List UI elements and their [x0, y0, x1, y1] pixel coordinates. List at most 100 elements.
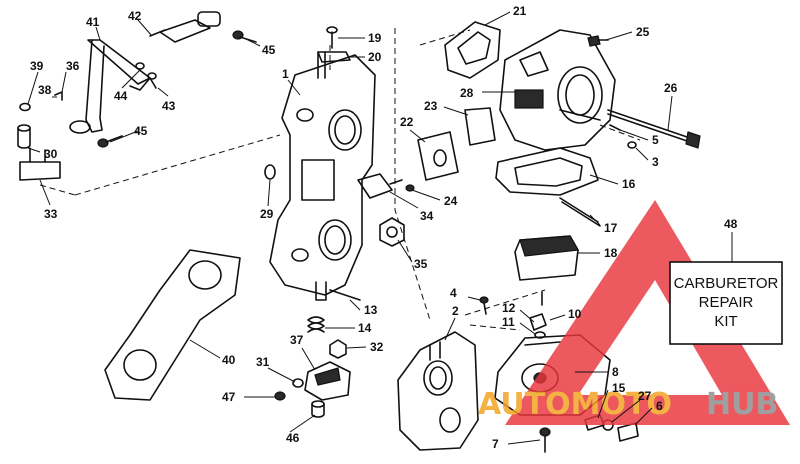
- callout-12: 12: [502, 301, 516, 315]
- screw-47: [274, 391, 286, 401]
- callout-45-lower: 45: [134, 124, 148, 138]
- callout-45-upper: 45: [262, 43, 276, 57]
- screw-45-lower: [97, 135, 123, 148]
- callout-11: 11: [502, 315, 515, 329]
- pin-13: [329, 289, 361, 301]
- drain-screw-7: [539, 427, 551, 453]
- callout-28: 28: [460, 86, 474, 100]
- callout-23: 23: [424, 99, 438, 113]
- lever-37: [304, 361, 351, 401]
- screw-45-upper: [232, 30, 257, 43]
- callout-29: 29: [260, 207, 274, 221]
- callout-10: 10: [568, 307, 582, 321]
- throttle-body-28: [499, 29, 616, 151]
- screw-43-washer-44: [135, 62, 157, 89]
- callout-33: 33: [44, 207, 58, 221]
- callout-5: 5: [652, 133, 659, 147]
- float-18: [514, 235, 579, 281]
- carburetor-body-1: [269, 51, 376, 301]
- callout-18: 18: [604, 246, 618, 260]
- callout-21: 21: [513, 4, 527, 18]
- leader-lines: [27, 11, 733, 445]
- callout-43: 43: [162, 99, 176, 113]
- callout-40: 40: [222, 353, 236, 367]
- nut-32: [329, 339, 347, 359]
- callout-47: 47: [222, 390, 236, 404]
- callout-35: 35: [414, 257, 428, 271]
- callout-27: 27: [638, 389, 652, 403]
- screw-19: [326, 26, 338, 49]
- callout-19: 19: [368, 31, 382, 45]
- kit-line-2: REPAIR: [699, 294, 754, 311]
- callout-22: 22: [400, 115, 414, 129]
- callout-14: 14: [358, 321, 372, 335]
- plate-20: [317, 51, 351, 63]
- callout-6: 6: [656, 399, 663, 413]
- throttle-rod-end: [149, 11, 221, 43]
- carburetor-body-2: [397, 331, 479, 451]
- bushing-30: [17, 124, 31, 149]
- watermark-logo: AUTOMOTO HUB: [478, 200, 790, 425]
- assembly-guide-lines: [39, 28, 641, 331]
- watermark-word-auto: AUTOMOTO: [478, 387, 672, 422]
- callout-17: 17: [604, 221, 618, 235]
- callout-16: 16: [622, 177, 636, 191]
- callout-32: 32: [370, 340, 384, 354]
- screw-24: [405, 184, 415, 192]
- callout-3: 3: [652, 155, 659, 169]
- callout-13: 13: [364, 303, 378, 317]
- callout-1: 1: [282, 67, 289, 81]
- callout-39: 39: [30, 59, 44, 73]
- callout-34: 34: [420, 209, 434, 223]
- callout-38: 38: [38, 83, 52, 97]
- callout-46: 46: [286, 431, 300, 445]
- plug-29: [264, 164, 276, 180]
- carburetor-repair-kit-box: CARBURETOR REPAIR KIT: [669, 261, 783, 345]
- spring-5-3: [609, 124, 637, 149]
- callout-37: 37: [290, 333, 304, 347]
- fitting-34: [357, 173, 403, 199]
- callout-20: 20: [368, 50, 382, 64]
- gasket-16: [495, 147, 599, 196]
- callout-8: 8: [612, 365, 619, 379]
- plug-6: [617, 422, 639, 442]
- callout-labels: 1 2 3 4 5 6 7 8 10 11 12 13 14 15 16 17 …: [30, 4, 738, 451]
- screw-25: [587, 35, 609, 47]
- callout-15: 15: [612, 381, 626, 395]
- kit-line-3: KIT: [714, 313, 737, 330]
- screw-4: [479, 296, 489, 315]
- callout-36: 36: [66, 59, 80, 73]
- throttle-link-arm: [69, 39, 151, 134]
- screw-38: [54, 91, 63, 101]
- gasket-21: [444, 21, 501, 79]
- needle-valve-10-11-12: [529, 291, 547, 339]
- callout-25: 25: [636, 25, 650, 39]
- spring-14: [307, 316, 325, 333]
- link-pin-33: [19, 147, 61, 181]
- callout-7: 7: [492, 437, 499, 451]
- washer-31: [292, 378, 304, 388]
- gasket-40: [104, 249, 241, 401]
- kit-line-1: CARBURETOR: [674, 275, 779, 292]
- cover-23: [464, 107, 496, 146]
- nut-35: [379, 217, 405, 247]
- callout-2: 2: [452, 304, 459, 318]
- callout-48: 48: [724, 217, 738, 231]
- callout-26: 26: [664, 81, 678, 95]
- washer-39: [19, 102, 31, 112]
- callout-44: 44: [114, 89, 128, 103]
- callout-41: 41: [86, 15, 100, 29]
- watermark-word-hub: HUB: [706, 387, 778, 422]
- callout-24: 24: [444, 194, 458, 208]
- callout-42: 42: [128, 9, 142, 23]
- cover-22: [417, 131, 459, 181]
- watermark-triangle-icon: [505, 200, 790, 425]
- bushing-46: [311, 400, 325, 418]
- callout-30: 30: [44, 147, 58, 161]
- screw-26: [607, 109, 701, 149]
- pin-17: [559, 197, 601, 227]
- callout-31: 31: [256, 355, 270, 369]
- callout-4: 4: [450, 286, 457, 300]
